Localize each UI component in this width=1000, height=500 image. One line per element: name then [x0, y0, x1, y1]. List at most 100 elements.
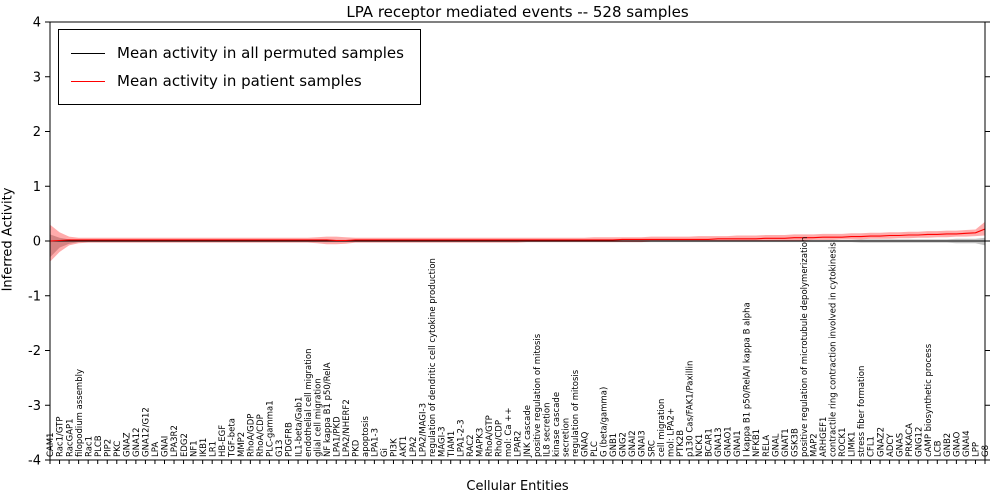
x-tick-label: mol: LPA2+ [666, 408, 676, 457]
x-tick-label: MAGI-3 [437, 426, 447, 457]
x-tick-label: MAP2 [810, 433, 820, 457]
x-tick-label: CAM1 [46, 433, 56, 458]
x-tick-label: IKB1 [199, 438, 209, 457]
x-tick-label: GNAZ2 [876, 427, 886, 457]
x-tick-label: GNB2 [943, 433, 953, 457]
x-tick-label: RAC2 [466, 434, 476, 457]
x-tick-label: LPA1-2-3 [457, 420, 467, 458]
x-tick-label: RacGAP1 [65, 418, 75, 457]
x-tick-label: ADCY [886, 433, 896, 457]
x-tick-label: regulation of mitosis [571, 369, 581, 457]
y-tick-label: 1 [33, 180, 41, 195]
permuted-line-swatch [71, 52, 105, 54]
x-tick-label: positive regulation of microtubule depol… [800, 237, 810, 457]
x-tick-label: GNAZ [123, 432, 133, 457]
x-tick-label: GNAO1 [724, 426, 734, 457]
x-tick-label: IL1-beta/Gab1 [294, 397, 304, 457]
x-tick-label: LPA2 [409, 436, 419, 457]
x-tick-label: Rac1 [84, 436, 94, 457]
x-tick-label: regulation of dendritic cell cytokine pr… [428, 258, 438, 457]
x-tick-label: GNAQ [581, 431, 591, 457]
patient-mean-line [49, 228, 986, 242]
x-tick-label: PLC-gamma1 [266, 400, 276, 457]
x-tick-label: GNAI2 [628, 430, 638, 457]
chart-title: LPA receptor mediated events -- 528 samp… [346, 3, 689, 21]
x-tick-label: filopodium assembly [75, 369, 85, 457]
y-tick-label: -4 [28, 454, 41, 469]
x-tick-label: mol: Ca ++ [504, 408, 514, 458]
x-tick-label: ARHGEF1 [819, 417, 829, 457]
x-tick-label: contractile ring contraction involved in… [829, 242, 839, 457]
x-tick-label: NFKB1 [752, 429, 762, 457]
x-tick-label: stress fiber formation [857, 366, 867, 457]
x-tick-label: LCB [934, 440, 944, 457]
x-tick-label: GNAL [771, 433, 781, 457]
y-tick-label: 3 [33, 70, 41, 85]
x-tick-label: LPA2/MAGI-3 [418, 403, 428, 457]
x-tick-label: PTK2B [676, 430, 686, 457]
x-tick-label: GNA12 [132, 427, 142, 457]
x-tick-label: GNG2 [619, 432, 629, 457]
x-tick-label: IL8 secretion [542, 402, 552, 457]
x-tick-label: GNAI4 [962, 430, 972, 457]
x-tick-label: G (beta/gamma) [600, 387, 610, 457]
x-tick-label: GNAO [953, 431, 963, 457]
x-tick-label: EDG2 [180, 433, 190, 457]
x-tick-label: TGF-beta [228, 418, 238, 458]
x-tick-label: GNAS [895, 433, 905, 457]
x-tick-label: GSK3B [790, 428, 800, 457]
x-tick-label: apoptosis [361, 415, 371, 457]
x-tick-label: LPA2/NHERF2 [342, 399, 352, 457]
x-tick-label: ROCK1 [838, 427, 848, 457]
x-tick-label: glial cell migration [313, 378, 323, 457]
x-tick-label: PDGFRB [285, 422, 295, 457]
legend-item-permuted: Mean activity in all permuted samples [71, 39, 404, 67]
x-tick-label: secretion [561, 418, 571, 457]
x-tick-label: AKT1 [399, 436, 409, 457]
x-tick-label: Rac1/GTP [56, 417, 66, 457]
y-tick-label: -1 [28, 289, 41, 304]
x-tick-label: RhoA/GDP [247, 414, 257, 457]
x-tick-label: GNG12 [914, 427, 924, 457]
legend-label-permuted: Mean activity in all permuted samples [117, 44, 404, 62]
x-tick-label: cAMP biosynthetic process [924, 343, 934, 457]
patient-confidence-band [50, 221, 985, 262]
x-tick-label: GNAT1 [781, 428, 791, 457]
x-tick-label: GNAI3 [638, 430, 648, 457]
x-tick-label: I kappa B1 p50/RelA/I kappa B alpha [743, 302, 753, 457]
x-tick-label: GNA13 [714, 427, 724, 457]
y-tick-label: 0 [33, 235, 41, 250]
x-tick-label: LPP [972, 442, 982, 457]
x-tick-label: LIMK1 [848, 431, 858, 457]
legend-item-patient: Mean activity in patient samples [71, 67, 404, 95]
patient-line-swatch [71, 80, 105, 82]
x-tick-label: MMP2 [237, 432, 247, 457]
x-tick-label: GNAI [161, 436, 171, 457]
x-tick-label: PRKACA [905, 423, 915, 457]
y-tick-label: -2 [28, 344, 41, 359]
x-tick-label: PI3K [390, 438, 400, 457]
y-tick-label: 2 [33, 125, 41, 140]
x-tick-label: RELA [762, 435, 772, 457]
x-tick-label: PKD [352, 439, 362, 457]
x-tick-label: G8 [981, 445, 991, 457]
x-tick-label: cell migration [657, 399, 667, 457]
x-tick-label: LR1 [208, 441, 218, 457]
x-tick-label: NF kappa B1 p50/RelA [323, 362, 333, 457]
x-tick-label: BCAR1 [705, 428, 715, 457]
x-tick-label: positive regulation of mitosis [533, 333, 543, 457]
x-tick-label: NF1 [189, 440, 199, 457]
x-tick-label: PKC [113, 441, 123, 457]
x-tick-label: LPA1-3 [371, 428, 381, 457]
x-tick-label: GNAI1 [733, 430, 743, 457]
x-tick-label: PIP2 [103, 439, 113, 457]
legend: Mean activity in all permuted samples Me… [58, 29, 421, 105]
x-tick-label: JNK cascade [523, 405, 533, 458]
x-tick-label: PLCB [94, 435, 104, 457]
x-tick-label: RhoA/CDP [256, 414, 266, 457]
y-tick-label: -3 [28, 399, 41, 414]
y-axis-label: Inferred Activity [0, 187, 16, 292]
x-tick-label: Gi [380, 448, 390, 457]
